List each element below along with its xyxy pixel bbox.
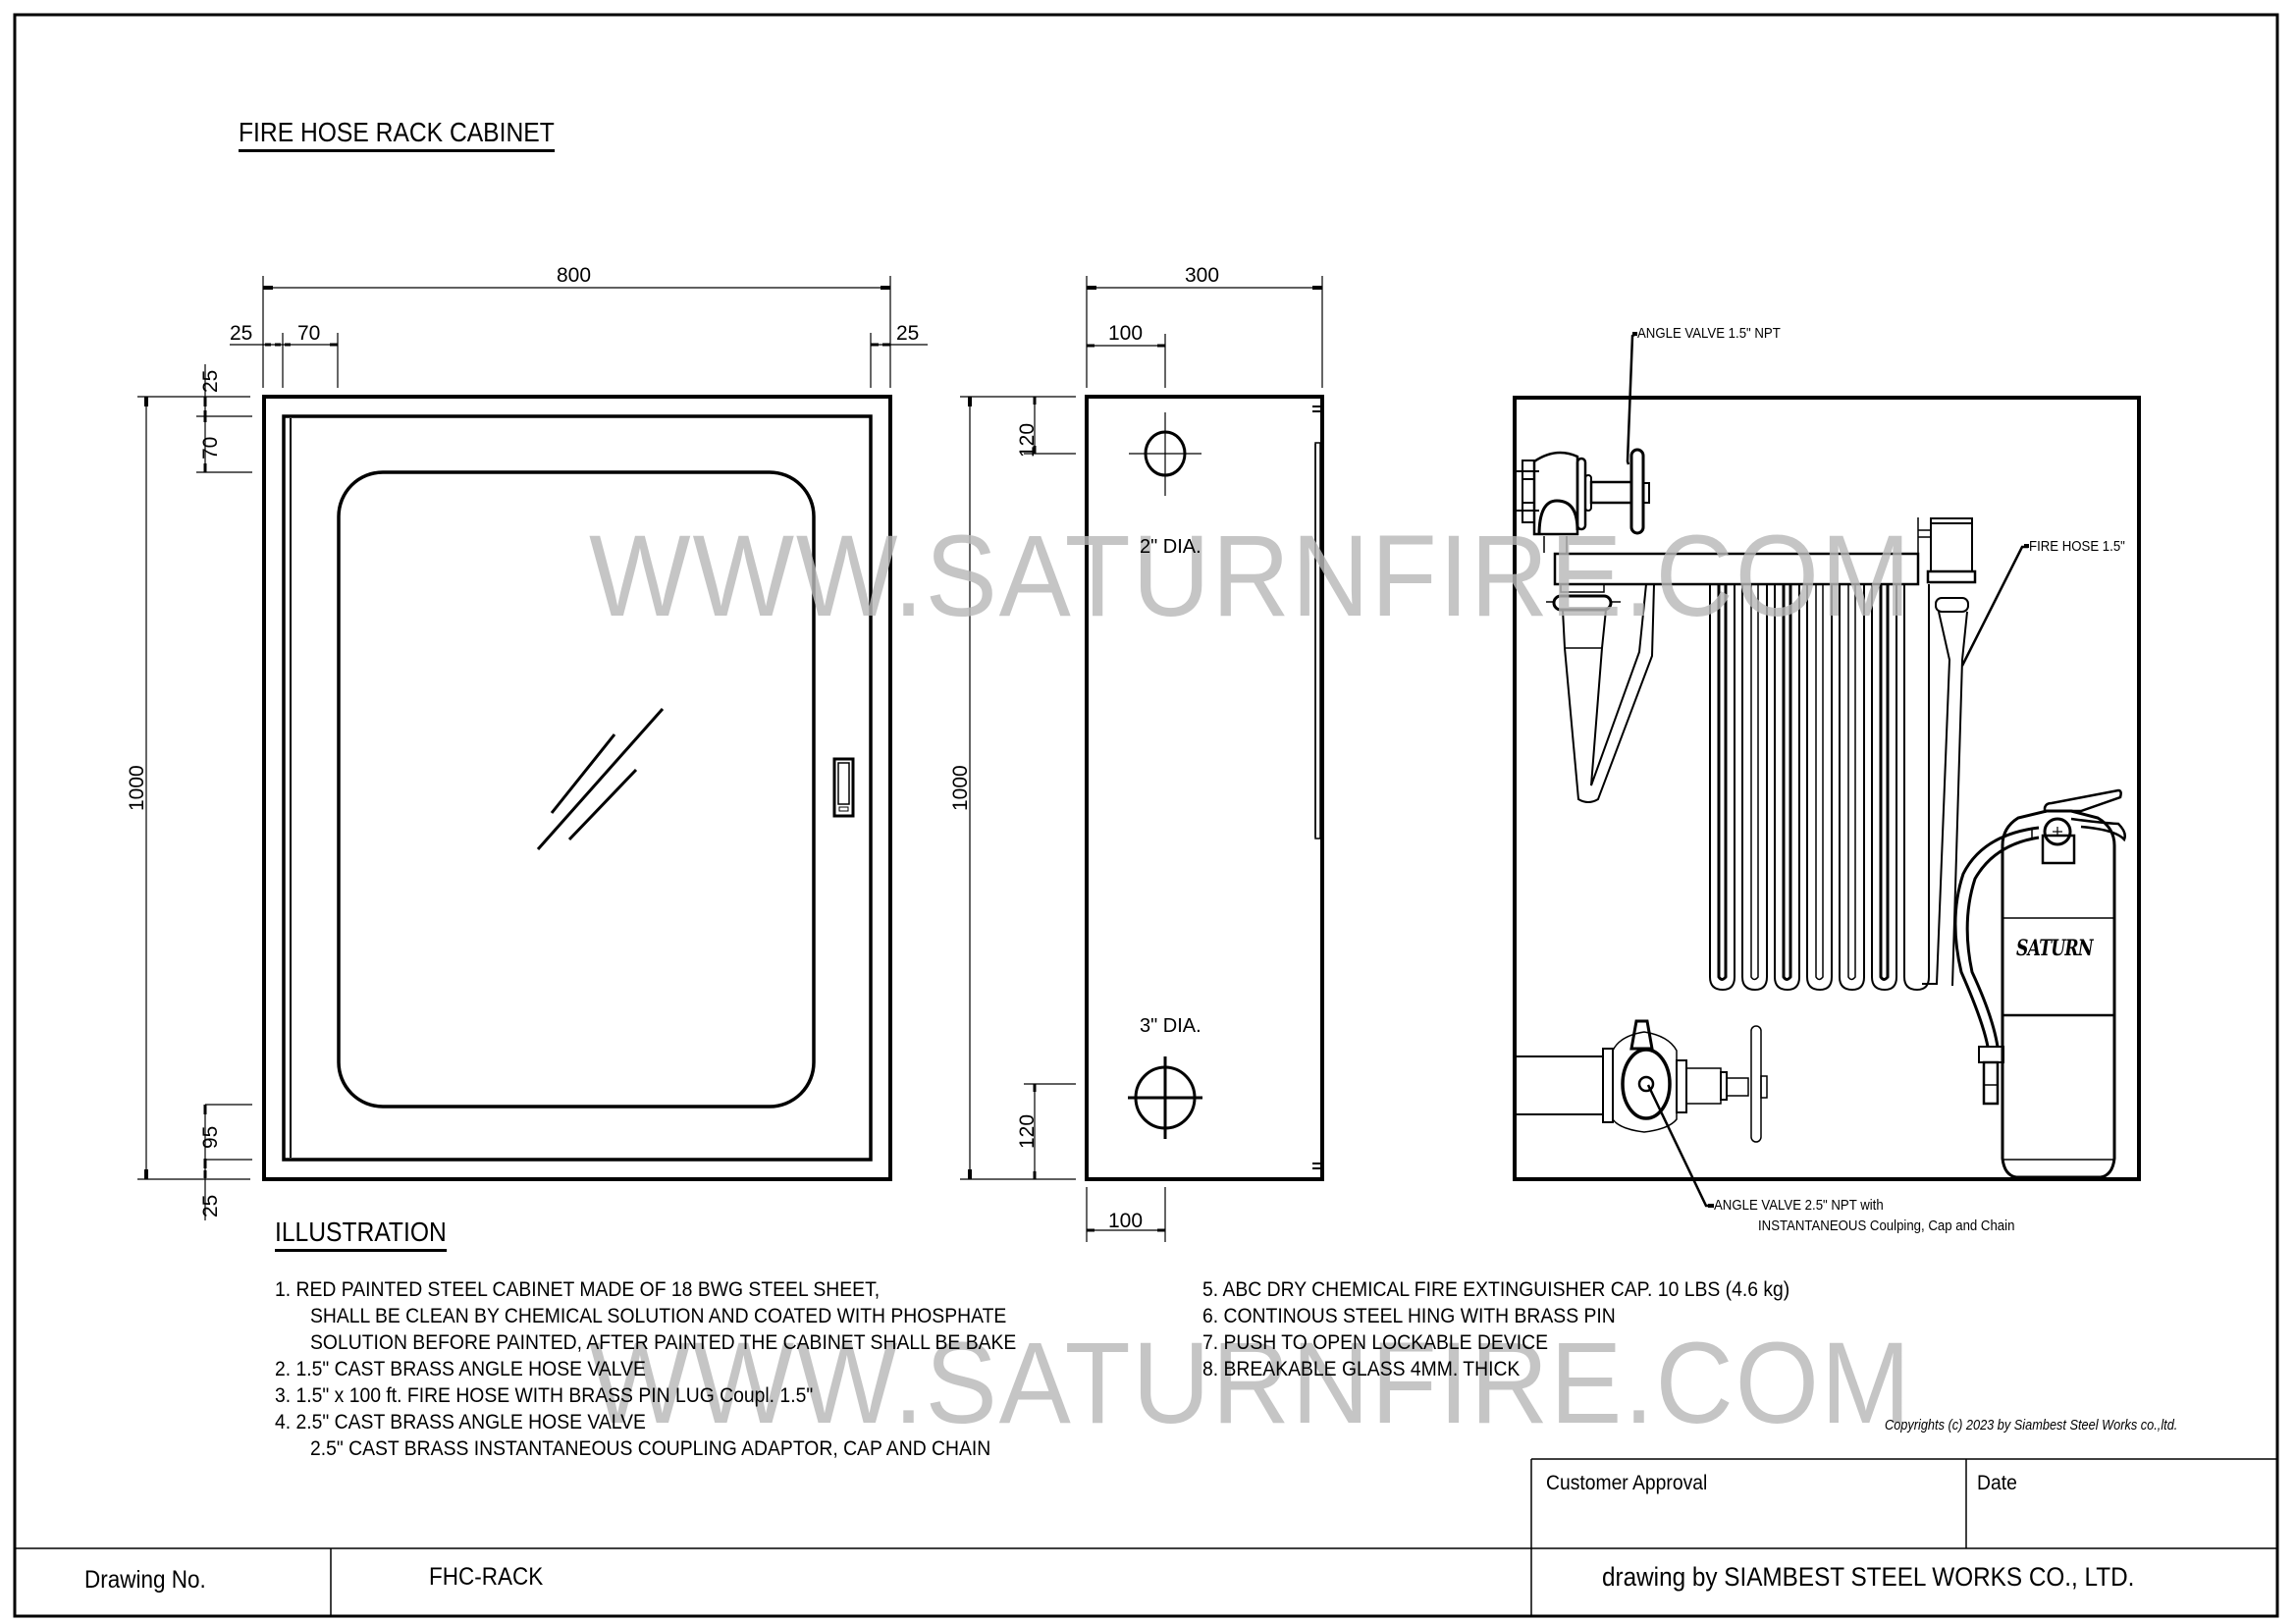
- note-item: 1. RED PAINTED STEEL CABINET MADE OF 18 …: [275, 1277, 881, 1301]
- note-item: 7. PUSH TO OPEN LOCKABLE DEVICE: [1202, 1330, 1549, 1354]
- angle-valve-1-5-icon: [1517, 448, 1650, 553]
- note-item: 4. 2.5" CAST BRASS ANGLE HOSE VALVE: [275, 1410, 646, 1434]
- note-item: 2. 1.5" CAST BRASS ANGLE HOSE VALVE: [275, 1357, 646, 1380]
- equipment-illustration: [1513, 332, 2141, 1208]
- note-item: 3. 1.5" x 100 ft. FIRE HOSE WITH BRASS P…: [275, 1383, 814, 1407]
- sheet-border: [13, 13, 2279, 1618]
- dim-side-top-hole-y: 120: [1016, 422, 1039, 458]
- note-item: 5. ABC DRY CHEMICAL FIRE EXTINGUISHER CA…: [1202, 1277, 1790, 1301]
- drawing-no-label: Drawing No.: [84, 1566, 206, 1594]
- angle-valve-2-5-icon: [1517, 1019, 1768, 1143]
- fire-extinguisher-icon: [1953, 788, 2126, 1179]
- side-view: [960, 276, 1324, 1242]
- note-item: 2.5" CAST BRASS INSTANTANEOUS COUPLING A…: [310, 1436, 991, 1460]
- drawn-by-text: drawing by SIAMBEST STEEL WORKS CO., LTD…: [1602, 1562, 2135, 1592]
- customer-approval-label: Customer Approval: [1546, 1472, 1708, 1494]
- dim-front-bottom-2: 25: [199, 1194, 222, 1217]
- dim-front-left-1: 25: [230, 322, 253, 345]
- callout-angle-valve-1-5: ANGLE VALVE 1.5" NPT: [1637, 325, 1781, 342]
- push-lock-icon: [832, 757, 855, 818]
- note-item: 8. BREAKABLE GLASS 4MM. THICK: [1202, 1357, 1521, 1380]
- title-block-lines: [15, 1458, 2277, 1615]
- dim-side-bottom-hole-x: 100: [1108, 1210, 1144, 1232]
- hole-label-3in: 3" DIA.: [1140, 1015, 1201, 1037]
- dim-front-right: 25: [896, 322, 920, 345]
- dim-front-bottom-1: 95: [199, 1125, 222, 1149]
- note-item: 6. CONTINOUS STEEL HING WITH BRASS PIN: [1202, 1304, 1616, 1327]
- dim-front-left-2: 70: [297, 322, 321, 345]
- dim-side-height: 1000: [949, 765, 972, 811]
- hose-folds: [1709, 584, 1930, 992]
- drawing-no-value: FHC-RACK: [429, 1563, 544, 1591]
- dim-front-height: 1000: [126, 765, 148, 811]
- dim-side-top-hole-x: 100: [1108, 322, 1144, 345]
- note-item: SOLUTION BEFORE PAINTED, AFTER PAINTED T…: [310, 1330, 1017, 1354]
- dim-side-bottom-hole-y: 120: [1016, 1113, 1039, 1149]
- hole-label-2in: 2" DIA.: [1140, 536, 1201, 558]
- dim-front-top-2: 70: [199, 436, 222, 460]
- dim-side-depth: 300: [1185, 264, 1220, 287]
- page-title: FIRE HOSE RACK CABINET: [239, 118, 555, 152]
- dim-front-width: 800: [557, 264, 592, 287]
- hose-rack-icon: [1546, 517, 1977, 992]
- date-label: Date: [1977, 1472, 2017, 1494]
- note-item: SHALL BE CLEAN BY CHEMICAL SOLUTION AND …: [310, 1304, 1007, 1327]
- dim-front-top-1: 25: [199, 369, 222, 393]
- callout-angle-valve-2-5-line1: ANGLE VALVE 2.5" NPT with: [1714, 1197, 1884, 1214]
- notes-left: 1. RED PAINTED STEEL CABINET MADE OF 18 …: [275, 1276, 1016, 1462]
- callout-angle-valve-2-5-line2: INSTANTANEOUS Coulping, Cap and Chain: [1758, 1217, 2015, 1234]
- front-view: [137, 276, 928, 1220]
- copyright-text: Copyrights (c) 2023 by Siambest Steel Wo…: [1885, 1417, 2178, 1434]
- illustration-heading: ILLUSTRATION: [275, 1217, 447, 1252]
- notes-right: 5. ABC DRY CHEMICAL FIRE EXTINGUISHER CA…: [1202, 1276, 1789, 1382]
- extinguisher-brand-logo: SATURN: [2016, 936, 2094, 961]
- callout-fire-hose: FIRE HOSE 1.5": [2029, 538, 2125, 555]
